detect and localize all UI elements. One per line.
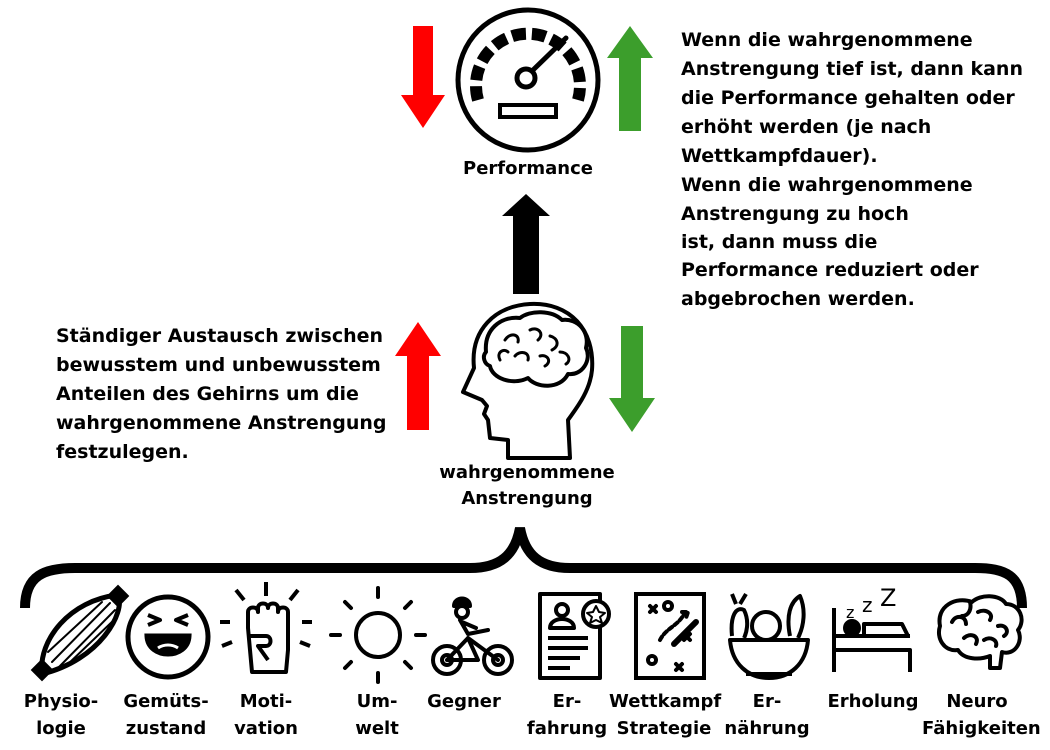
right-text-line: Wettkampfdauer). <box>681 145 878 167</box>
right-text-line: Performance reduziert oder <box>681 259 979 281</box>
right-text-line: Anstrengung zu hoch <box>681 203 909 225</box>
right-text-line: abgebrochen werden. <box>681 288 915 310</box>
factor-gemuetszustand: Gemüts-zustand <box>123 691 209 739</box>
sleeping-bed-icon: z z Z <box>832 584 912 672</box>
sun-icon <box>329 586 427 684</box>
svg-text:z: z <box>862 593 873 617</box>
performance-label: Performance <box>463 158 593 179</box>
right-text-line: ist, dann muss die <box>681 231 878 253</box>
factor-physiologie: Physio-logie <box>23 691 99 739</box>
perception-label-line2: Anstrengung <box>461 488 593 509</box>
perception-label-line1: wahrgenommene <box>439 462 615 483</box>
right-text-line: die Performance gehalten oder <box>681 87 1015 109</box>
factor-erholung: Erholung <box>827 691 919 712</box>
raised-fist-icon <box>220 582 312 674</box>
left-text-line: Anteilen des Gehirns um die <box>56 383 359 405</box>
performance-decrease-arrow <box>401 26 445 128</box>
perception-increase-arrow <box>395 322 441 430</box>
left-text-line: Ständiger Austausch zwischen <box>56 325 384 347</box>
performance-increase-arrow <box>607 26 653 131</box>
right-text-line: erhöht werden (je nach <box>681 116 932 138</box>
factor-umwelt: Um-welt <box>355 691 399 739</box>
right-text-line: Wenn die wahrgenommene <box>681 174 973 196</box>
right-text-line: Anstrengung tief ist, dann kann <box>681 58 1023 80</box>
certificate-icon <box>538 592 611 680</box>
perception-decrease-arrow <box>609 326 655 432</box>
head-brain-icon <box>461 301 595 460</box>
grouping-brace <box>20 526 1027 609</box>
factor-ernaehrung: Er-nährung <box>724 691 810 739</box>
brain-icon <box>937 594 1024 670</box>
factor-erfahrung: Er-fahrung <box>526 691 608 739</box>
factor-gegner: Gegner <box>427 691 501 712</box>
influence-arrow <box>502 194 550 294</box>
speedometer-icon <box>455 7 601 153</box>
laughing-face-icon <box>125 594 211 680</box>
right-text-line: Wenn die wahrgenommene <box>681 29 973 51</box>
svg-text:z: z <box>846 603 854 622</box>
strategy-board-icon <box>634 592 706 680</box>
cyclist-icon <box>431 596 514 676</box>
svg-text:Z: Z <box>880 584 896 612</box>
left-text-line: festzulegen. <box>56 441 189 463</box>
left-text-line: bewusstem und unbewusstem <box>56 354 381 376</box>
muscle-icon <box>30 584 130 682</box>
food-bowl-icon <box>728 592 810 680</box>
factor-motivation: Moti-vation <box>234 691 298 739</box>
left-text-line: wahrgenommene Anstrengung <box>56 412 387 434</box>
